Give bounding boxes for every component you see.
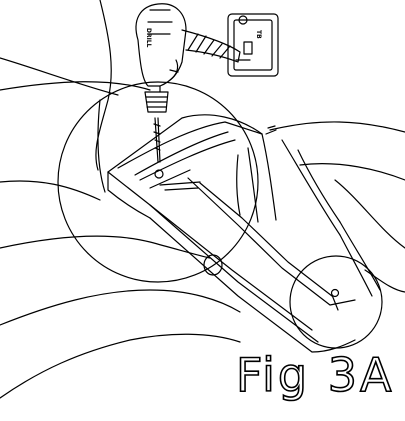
detail-circle-small [290,256,382,348]
drill-bit [154,118,160,162]
screw-hole [332,290,339,297]
seat-frame [108,115,380,352]
battery-text: TB [255,30,262,39]
mount-knob [204,255,222,275]
drill-icon [136,4,278,112]
detail-circle-large [58,82,258,282]
background-outline [0,0,405,398]
drill-body-text: DRILL [145,28,152,48]
drill-hole [155,170,163,178]
figure-caption: Fig 3A [235,348,395,402]
